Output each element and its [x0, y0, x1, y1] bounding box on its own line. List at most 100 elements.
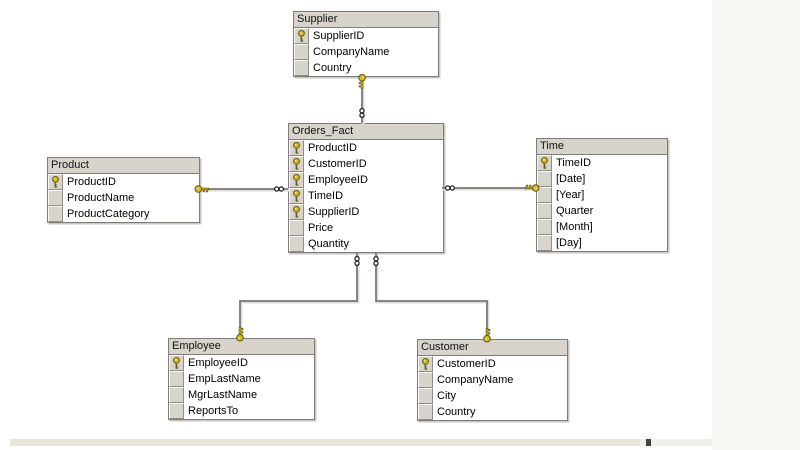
relationship-supplier-orders-fact[interactable] — [358, 74, 366, 124]
table-field-row[interactable]: City — [418, 388, 567, 404]
field-name: CompanyName — [437, 374, 514, 386]
row-selector-cell[interactable] — [48, 190, 63, 206]
field-name: CompanyName — [313, 46, 390, 58]
row-selector-cell[interactable] — [537, 187, 552, 203]
field-name: ProductID — [308, 142, 357, 154]
table-field-row[interactable]: Quarter — [537, 203, 667, 219]
row-selector-cell[interactable] — [169, 403, 184, 419]
table-title[interactable]: Employee — [169, 339, 314, 355]
table-field-row[interactable]: CompanyName — [418, 372, 567, 388]
table-field-row[interactable]: CustomerID — [289, 156, 443, 172]
field-name: CustomerID — [437, 358, 496, 370]
field-name: [Month] — [556, 221, 593, 233]
table-title[interactable]: Time — [537, 139, 667, 155]
table-field-row[interactable]: Price — [289, 220, 443, 236]
table-field-row[interactable]: ProductName — [48, 190, 199, 206]
table-field-row[interactable]: ProductID — [48, 174, 199, 190]
field-name: Price — [308, 222, 334, 234]
row-selector-cell[interactable] — [169, 371, 184, 387]
table-field-row[interactable]: Country — [418, 404, 567, 420]
row-selector-cell[interactable] — [294, 28, 309, 44]
field-name: ReportsTo — [188, 405, 239, 417]
side-panel-background — [712, 0, 800, 450]
table-field-row[interactable]: SupplierID — [289, 204, 443, 220]
row-selector-cell[interactable] — [289, 204, 304, 220]
table-title[interactable]: Supplier — [294, 12, 438, 28]
table-field-row[interactable]: ProductCategory — [48, 206, 199, 222]
field-name: MgrLastName — [188, 389, 258, 401]
row-selector-cell[interactable] — [48, 206, 63, 222]
row-selector-cell[interactable] — [289, 140, 304, 156]
row-selector-cell[interactable] — [289, 220, 304, 236]
field-name: CustomerID — [308, 158, 367, 170]
row-selector-cell[interactable] — [537, 155, 552, 171]
row-selector-cell[interactable] — [169, 355, 184, 371]
table-field-row[interactable]: TimeID — [289, 188, 443, 204]
table-field-row[interactable]: ReportsTo — [169, 403, 314, 419]
table-field-row[interactable]: SupplierID — [294, 28, 438, 44]
primary-key-icon — [541, 157, 548, 169]
relationship-customer-orders-fact[interactable] — [373, 253, 491, 343]
primary-key-icon — [293, 190, 300, 202]
scrollbar-handle[interactable] — [646, 439, 651, 446]
table-field-row[interactable]: Quantity — [289, 236, 443, 252]
row-selector-cell[interactable] — [537, 171, 552, 187]
table-field-row[interactable]: EmpLastName — [169, 371, 314, 387]
row-selector-cell[interactable] — [48, 174, 63, 190]
row-selector-cell[interactable] — [418, 372, 433, 388]
primary-key-icon — [52, 176, 59, 188]
table-field-row[interactable]: EmployeeID — [169, 355, 314, 371]
row-selector-cell[interactable] — [418, 388, 433, 404]
table-field-row[interactable]: [Year] — [537, 187, 667, 203]
row-selector-cell[interactable] — [537, 235, 552, 251]
table-field-row[interactable]: [Day] — [537, 235, 667, 251]
table-field-row[interactable]: EmployeeID — [289, 172, 443, 188]
table-title[interactable]: Orders_Fact — [289, 124, 443, 140]
row-selector-cell[interactable] — [537, 219, 552, 235]
row-selector-cell[interactable] — [418, 404, 433, 420]
primary-key-icon — [298, 30, 305, 42]
row-selector-cell[interactable] — [289, 172, 304, 188]
table-field-row[interactable]: MgrLastName — [169, 387, 314, 403]
table-field-row[interactable]: Country — [294, 60, 438, 76]
row-selector-cell[interactable] — [289, 156, 304, 172]
relationship-employee-orders-fact[interactable] — [236, 253, 360, 342]
table-field-list: TimeID[Date][Year] Quarter [Month] [Day] — [537, 155, 667, 251]
table-field-row[interactable]: CompanyName — [294, 44, 438, 60]
table-field-row[interactable]: [Month] — [537, 219, 667, 235]
table-field-row[interactable]: ProductID — [289, 140, 443, 156]
field-name: Country — [313, 62, 352, 74]
field-name: TimeID — [308, 190, 344, 202]
table-title[interactable]: Product — [48, 158, 199, 174]
row-selector-cell[interactable] — [169, 387, 184, 403]
row-selector-cell[interactable] — [537, 203, 552, 219]
row-selector-cell[interactable] — [418, 356, 433, 372]
field-name: EmployeeID — [188, 357, 248, 369]
scrollbar-thumb[interactable] — [10, 439, 640, 446]
table-title[interactable]: Customer — [418, 340, 567, 356]
field-name: Quantity — [308, 238, 349, 250]
horizontal-scrollbar[interactable] — [10, 439, 712, 446]
field-name: [Day] — [556, 237, 582, 249]
table-field-row[interactable]: TimeID — [537, 155, 667, 171]
table-field-row[interactable]: CustomerID — [418, 356, 567, 372]
row-selector-cell[interactable] — [294, 60, 309, 76]
table-field-row[interactable]: [Date] — [537, 171, 667, 187]
row-selector-cell[interactable] — [289, 236, 304, 252]
relationship-product-orders-fact[interactable] — [194, 185, 288, 193]
row-selector-cell[interactable] — [294, 44, 309, 60]
row-selector-cell[interactable] — [289, 188, 304, 204]
relationship-time-orders-fact[interactable] — [442, 184, 540, 192]
field-name: Quarter — [556, 205, 594, 217]
